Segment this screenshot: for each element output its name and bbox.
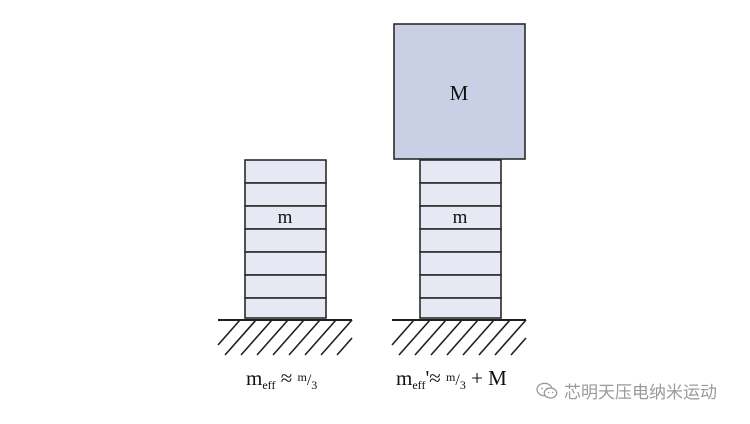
right-layer-4: [419, 228, 502, 253]
left-layer-7: [244, 297, 327, 319]
left-stack: m: [244, 159, 327, 319]
left-layer-1: [244, 159, 327, 184]
formula-numerator: m: [297, 370, 307, 384]
formula-numerator: m: [446, 370, 456, 384]
right-stack: M m: [393, 23, 526, 319]
right-layer-1: [419, 159, 502, 184]
right-mass-label: m: [453, 207, 468, 228]
wechat-icon: [536, 382, 558, 400]
formula-denominator: 3: [311, 378, 318, 392]
left-mass-label: m: [278, 207, 293, 228]
right-layer-2: [419, 182, 502, 207]
left-layer-6: [244, 274, 327, 299]
formula-approx: ≈: [429, 366, 441, 390]
formula-symbol: m: [246, 366, 263, 390]
left-effective-mass-formula: meff ≈ m/3: [246, 366, 318, 392]
formula-subscript: eff: [412, 378, 426, 392]
left-ground: [217, 319, 353, 356]
big-mass-block: [393, 23, 526, 160]
right-ground: [391, 319, 527, 356]
big-mass-label: M: [450, 81, 469, 105]
formula-approx: ≈: [280, 366, 293, 390]
formula-prime: ': [425, 366, 430, 390]
formula-slash: /: [455, 372, 460, 389]
left-layer-4: [244, 228, 327, 253]
formula-slash: /: [306, 372, 312, 389]
formula-subscript: eff: [262, 378, 276, 392]
formula-symbol: m: [396, 366, 413, 390]
formula-plus-term: + M: [471, 366, 507, 390]
right-effective-mass-formula: meff'≈ m/3 + M: [396, 366, 507, 392]
right-layer-5: [419, 251, 502, 276]
watermark-text: 芯明天压电纳米运动: [564, 383, 717, 403]
left-layer-5: [244, 251, 327, 276]
right-layer-7: [419, 297, 502, 319]
watermark: 芯明天压电纳米运动: [536, 378, 717, 403]
left-layer-2: [244, 182, 327, 207]
right-layer-6: [419, 274, 502, 299]
formula-denominator: 3: [459, 378, 466, 392]
